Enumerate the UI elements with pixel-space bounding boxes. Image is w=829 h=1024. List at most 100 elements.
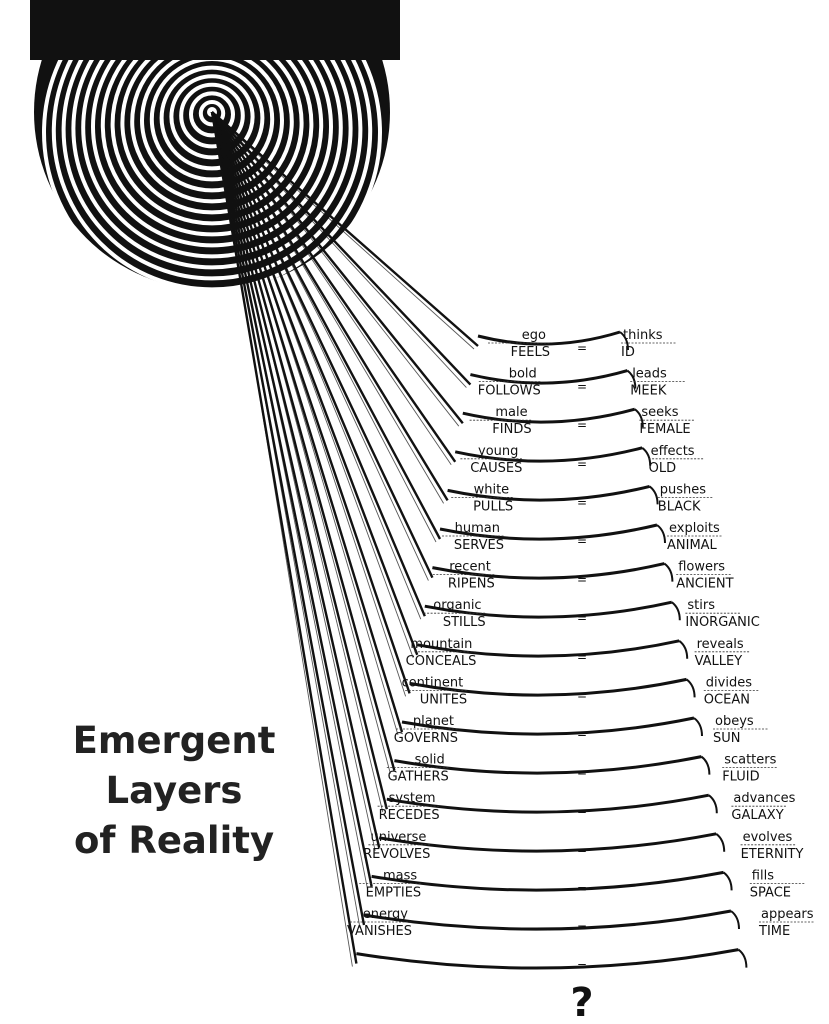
right-bottom-word: ETERNITY xyxy=(741,847,804,862)
layer-arc-edge xyxy=(715,833,726,852)
left-bottom-word: CAUSES xyxy=(470,461,522,476)
left-bottom-word: FINDS xyxy=(492,422,531,437)
left-top-word: white xyxy=(474,482,510,497)
title-line-1: Emergent xyxy=(72,719,276,762)
left-bottom-word: PULLS xyxy=(473,499,513,514)
right-top-word: appears xyxy=(761,907,814,922)
left-top-word: bold xyxy=(509,367,537,382)
beam-line xyxy=(211,111,472,386)
left-bottom-word: RECEDES xyxy=(379,808,440,823)
beam-line-thin xyxy=(213,114,399,736)
left-bottom-word: VANISHES xyxy=(347,924,412,939)
layer-arc-edge xyxy=(685,678,696,698)
right-bottom-word: OLD xyxy=(649,461,677,476)
equals-sign: = xyxy=(577,341,587,355)
right-top-word: scatters xyxy=(724,753,776,768)
beam-line-thin xyxy=(213,114,452,466)
beam-line-thin xyxy=(213,114,422,620)
layer-arc-edge xyxy=(722,871,733,891)
right-top-word: thinks xyxy=(623,328,663,343)
layer-arc-edge xyxy=(641,447,652,466)
equals-sign: = xyxy=(577,418,587,432)
beam-line xyxy=(211,111,464,424)
right-bottom-word: VALLEY xyxy=(695,654,743,669)
equals-sign: = xyxy=(577,534,587,548)
layer-arc xyxy=(363,909,732,931)
right-top-word: pushes xyxy=(660,482,707,497)
equals-sign: = xyxy=(577,457,587,471)
left-bottom-word: GOVERNS xyxy=(394,731,458,746)
beam-line-thin xyxy=(213,114,361,929)
ring xyxy=(179,82,245,149)
right-bottom-word: TIME xyxy=(758,924,790,939)
left-top-word: universe xyxy=(370,830,426,845)
layer-arc xyxy=(470,369,628,385)
equals-sign: = xyxy=(577,881,587,895)
equals-sign: = xyxy=(577,650,587,664)
equals-sign: = xyxy=(577,804,587,818)
right-bottom-word: ID xyxy=(621,345,635,360)
layer-arc-edge xyxy=(693,717,703,737)
layer-arc xyxy=(462,407,636,424)
left-top-word: mountain xyxy=(410,637,472,652)
layer-arc-edge xyxy=(663,562,674,582)
layer-arc-edge xyxy=(737,948,748,968)
layer-arc-edge xyxy=(708,794,718,814)
layer-arc-edge xyxy=(619,331,629,351)
ring xyxy=(71,0,353,270)
equals-sign: = xyxy=(577,495,587,509)
right-bottom-word: MEEK xyxy=(630,384,667,399)
equals-sign: = xyxy=(577,688,587,702)
layer-arc xyxy=(454,446,643,463)
left-bottom-word: REVOLVES xyxy=(363,847,430,862)
ring xyxy=(51,0,373,292)
layer-arc-edge xyxy=(648,485,659,505)
beam-line-thin xyxy=(213,114,444,504)
left-bottom-word: STILLS xyxy=(443,615,486,630)
left-top-word: ego xyxy=(522,328,546,343)
beam-line-thin xyxy=(213,114,353,967)
left-top-word: energy xyxy=(363,907,409,922)
right-bottom-word: INORGANIC xyxy=(685,615,759,630)
equals-sign: = xyxy=(577,843,587,857)
layer-arc-edge xyxy=(656,524,666,544)
right-bottom-word: FEMALE xyxy=(639,422,690,437)
ring xyxy=(169,74,255,160)
right-bottom-word: BLACK xyxy=(658,499,701,514)
layer-arc xyxy=(424,600,673,619)
layer-arc xyxy=(416,639,680,658)
right-top-word: evolves xyxy=(743,830,793,845)
beam-line-thin xyxy=(213,114,414,658)
layer-arc-edge xyxy=(678,640,689,659)
right-top-word: exploits xyxy=(669,521,720,536)
layer-arc xyxy=(371,870,724,892)
right-bottom-word: SPACE xyxy=(750,885,791,900)
left-top-word: young xyxy=(478,444,518,459)
equals-sign: = xyxy=(577,611,587,625)
right-top-word: obeys xyxy=(715,714,754,729)
title-line-3: of Reality xyxy=(73,819,275,862)
right-top-word: divides xyxy=(706,675,752,690)
equals-sign: = xyxy=(577,380,587,394)
ring xyxy=(61,0,363,281)
left-top-word: solid xyxy=(415,753,445,768)
ring xyxy=(189,91,235,138)
beam-line xyxy=(210,111,358,964)
beam-line xyxy=(210,111,366,926)
left-top-word: mass xyxy=(383,868,417,883)
layer-arc xyxy=(394,755,702,775)
left-top-word: human xyxy=(455,521,500,536)
right-top-word: stirs xyxy=(687,598,715,613)
ring xyxy=(42,0,382,303)
layer-arc xyxy=(378,832,717,853)
equals-sign: = xyxy=(577,573,587,587)
beam-line-thin xyxy=(213,114,475,350)
layer-arc xyxy=(386,793,710,814)
layer-arc-edge xyxy=(700,755,711,775)
left-bottom-word: SERVES xyxy=(454,538,504,553)
beam-line xyxy=(211,111,479,347)
right-top-word: leads xyxy=(632,367,667,382)
right-bottom-word: ANIMAL xyxy=(667,538,718,553)
